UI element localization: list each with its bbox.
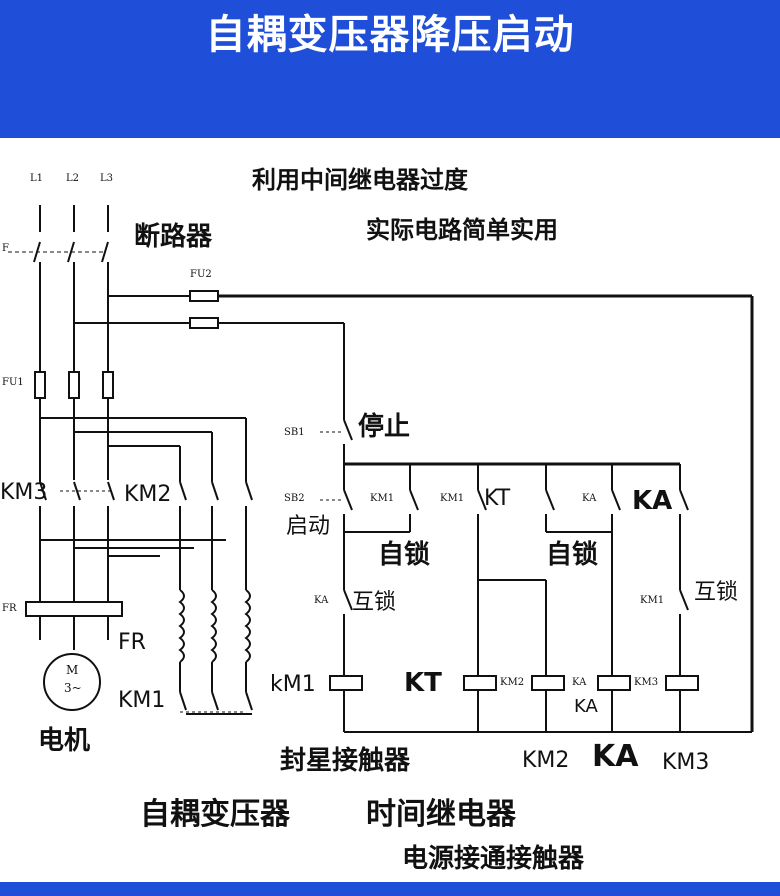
- label-kt-contact: KT: [484, 486, 511, 511]
- bottom-bar: [0, 882, 780, 896]
- label-l2: L2: [66, 173, 80, 184]
- label-self-lock-1: 自锁: [378, 540, 431, 570]
- label-self-lock-2: 自锁: [546, 540, 599, 570]
- label-km3-bottom: KM3: [662, 750, 710, 775]
- km1-coil: [329, 675, 363, 691]
- fu1-fuse-b: [68, 371, 80, 399]
- label-autotransformer: 自耦变压器: [140, 797, 290, 832]
- label-km1-interlock: KM1: [640, 595, 665, 606]
- label-sb1: SB1: [284, 427, 305, 438]
- label-km1-contact-a: KM1: [370, 493, 395, 504]
- label-stop: 停止: [358, 412, 411, 442]
- page-title: 自耦变压器降压启动: [205, 12, 575, 58]
- label-motor-phase: 3~: [64, 681, 82, 695]
- ka-coil: [597, 675, 631, 691]
- label-ka-below: KA: [574, 696, 598, 717]
- autotransformer-coil-c: [244, 589, 251, 663]
- label-interlock-2: 互锁: [694, 580, 739, 605]
- label-ka-interlock: KA: [314, 595, 329, 606]
- label-fr-small: FR: [2, 603, 17, 614]
- label-breaker: 断路器: [134, 222, 213, 252]
- label-km2-main: KM2: [124, 482, 172, 507]
- label-l3: L3: [100, 173, 114, 184]
- label-time-relay: 时间继电器: [366, 797, 516, 832]
- km2-coil: [531, 675, 565, 691]
- label-power-contactor: 电源接通接触器: [402, 844, 585, 874]
- fr-thermal-relay: [25, 601, 123, 617]
- label-star-contactor: 封星接触器: [280, 746, 411, 776]
- label-start: 启动: [286, 514, 331, 539]
- label-km1-aux: KM1: [118, 688, 166, 713]
- label-coil-km1: kM1: [270, 672, 316, 697]
- label-fr-big: FR: [118, 630, 146, 655]
- fu1-fuse-c: [102, 371, 114, 399]
- label-interlock-1: 互锁: [352, 590, 397, 615]
- motor-circle: [43, 653, 101, 711]
- label-fu1: FU1: [2, 377, 24, 388]
- label-coil-kt: KT: [404, 668, 442, 698]
- fu1-fuse-a: [34, 371, 46, 399]
- kt-coil: [463, 675, 497, 691]
- label-km2-bottom: KM2: [522, 748, 570, 773]
- title-banner: 自耦变压器降压启动: [0, 0, 780, 138]
- autotransformer-coil-a: [178, 589, 185, 663]
- label-ka-small: KA: [572, 677, 587, 688]
- note-line1: 利用中间继电器过度: [252, 166, 468, 194]
- note-line2: 实际电路简单实用: [366, 216, 558, 244]
- fu2-fuse-b: [189, 317, 219, 329]
- label-km3-main: KM3: [0, 480, 48, 505]
- km3-coil: [665, 675, 699, 691]
- label-motor: M: [66, 663, 79, 677]
- label-qf: F: [2, 243, 9, 254]
- fu2-fuse-a: [189, 290, 219, 302]
- label-fu2: FU2: [190, 269, 212, 280]
- label-sb2: SB2: [284, 493, 305, 504]
- label-motor-cn: 电机: [38, 726, 91, 756]
- label-km2-small: KM2: [500, 677, 525, 688]
- label-km3-small: KM3: [634, 677, 659, 688]
- label-ka-bottom: KA: [592, 739, 639, 774]
- label-ka-contact-b: KA: [632, 486, 673, 516]
- label-l1: L1: [30, 173, 44, 184]
- label-km1-contact-b: KM1: [440, 493, 465, 504]
- autotransformer-coil-b: [210, 589, 217, 663]
- label-ka-contact-a: KA: [582, 493, 597, 504]
